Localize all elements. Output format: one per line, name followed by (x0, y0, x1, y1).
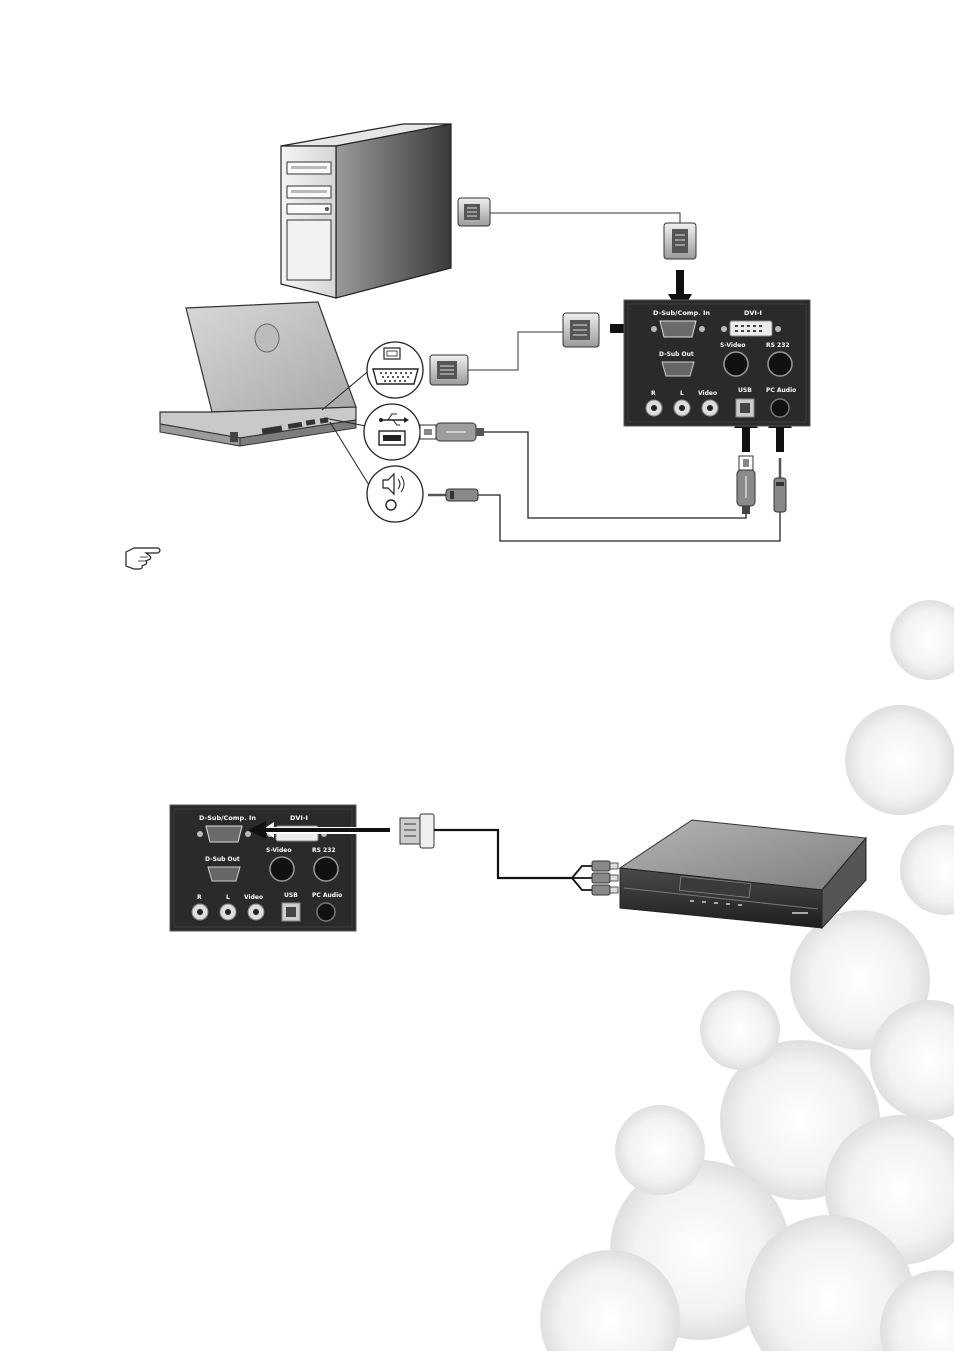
laptop-computer-icon (160, 302, 356, 446)
label-l: L (680, 390, 684, 397)
vga-plug-projector (563, 313, 599, 347)
usb-plug-laptop-side (420, 423, 484, 441)
port-dsub-in-2 (206, 826, 242, 842)
label-video-2: Video (244, 894, 263, 901)
label-pcaudio-2: PC Audio (312, 892, 342, 899)
vga-cable-laptop (468, 332, 563, 370)
port-pcaudio (771, 399, 789, 417)
usb-icon (364, 404, 420, 460)
vga-component-adapter (400, 814, 434, 848)
label-l-2: L (226, 894, 230, 901)
label-dvi: DVI-I (744, 309, 762, 317)
vga-plug-vertical (664, 223, 696, 259)
label-svideo-2: S-Video (266, 847, 291, 854)
rca-plugs (592, 861, 618, 895)
audio-plug-projector-side (774, 458, 786, 512)
pointing-hand-icon (126, 548, 160, 569)
label-usb: USB (738, 387, 752, 394)
port-pcaudio-2 (317, 903, 335, 921)
label-r-2: R (197, 894, 202, 901)
projector-io-panel: D-Sub/Comp. In DVI-I S-Video RS 232 D-Su… (624, 300, 810, 426)
speaker-icon (367, 466, 423, 522)
port-svideo (724, 352, 748, 376)
label-pcaudio: PC Audio (766, 387, 796, 394)
diagram-video-source-connection: D-Sub/Comp. In DVI-I S-Video RS 232 D-Su… (170, 805, 866, 931)
label-video: Video (698, 390, 717, 397)
label-dvi-2: DVI-I (290, 814, 308, 822)
label-rs232-2: RS 232 (312, 847, 336, 854)
usb-plug-projector-side (737, 456, 755, 514)
video-source-device-icon (620, 820, 866, 928)
label-r: R (651, 390, 656, 397)
port-svideo-2 (270, 857, 294, 881)
label-dsub-in: D-Sub/Comp. In (653, 309, 710, 317)
port-dsub-out-2 (208, 867, 240, 881)
label-rs232: RS 232 (766, 342, 790, 349)
usb-cable (484, 432, 746, 518)
label-dsub-out: D-Sub Out (659, 351, 694, 358)
port-dsub-in (660, 321, 696, 337)
label-usb-2: USB (284, 892, 298, 899)
monitor-port-icon (367, 342, 423, 398)
vga-cable-desktop (490, 213, 680, 225)
port-rs232-2 (314, 857, 338, 881)
component-cable (434, 830, 572, 878)
label-dsub-out-2: D-Sub Out (205, 856, 240, 863)
port-dsub-out (662, 362, 694, 376)
desktop-computer-icon (281, 124, 451, 298)
audio-plug-laptop-side (428, 489, 478, 501)
label-svideo: S-Video (720, 342, 745, 349)
label-dsub-in-2: D-Sub/Comp. In (199, 814, 256, 822)
port-dvi (730, 321, 772, 336)
diagram-computer-connection: D-Sub/Comp. In DVI-I S-Video RS 232 D-Su… (160, 124, 810, 541)
vga-plug-laptop (430, 355, 468, 385)
component-cable-split (572, 866, 594, 890)
port-rs232 (768, 352, 792, 376)
vga-plug-desktop (458, 198, 490, 226)
